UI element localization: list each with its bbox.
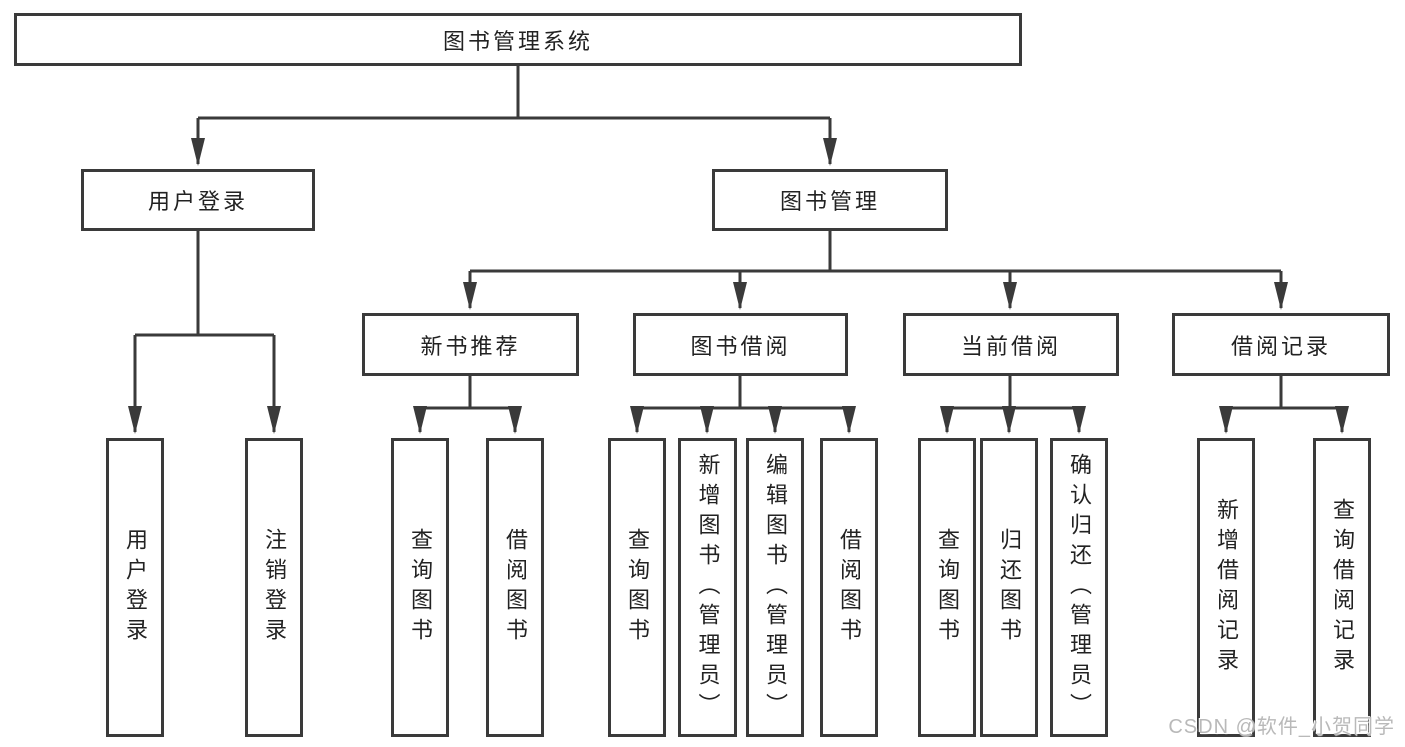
leaf-logout: 注销登录	[245, 438, 303, 737]
node-root-library-system: 图书管理系统	[14, 13, 1022, 66]
connector-root	[198, 66, 830, 120]
node-new-book-recommend: 新书推荐	[362, 313, 579, 376]
connector-new-book-recommend	[420, 376, 515, 410]
csdn-watermark: CSDN @软件_小贺同学	[1168, 716, 1395, 738]
leaf-records-query-record: 查询借阅记录	[1313, 438, 1371, 737]
node-book-management: 图书管理	[712, 169, 948, 231]
leaf-current-return-books: 归还图书	[980, 438, 1038, 737]
leaf-borrow-edit-books-admin: 编辑图书（管理员）	[746, 438, 804, 737]
connector-current-borrow	[947, 376, 1079, 410]
leaf-recommend-query-books: 查询图书	[391, 438, 449, 737]
leaf-current-query-books: 查询图书	[918, 438, 976, 737]
leaf-user-login: 用户登录	[106, 438, 164, 737]
leaf-recommend-borrow-books: 借阅图书	[486, 438, 544, 737]
leaf-records-add-record: 新增借阅记录	[1197, 438, 1255, 737]
node-current-borrow: 当前借阅	[903, 313, 1119, 376]
leaf-borrow-query-books: 查询图书	[608, 438, 666, 737]
connector-book-borrow	[637, 376, 849, 410]
node-book-borrow: 图书借阅	[633, 313, 848, 376]
connector-user-login	[135, 231, 274, 337]
leaf-current-confirm-return-admin: 确认归还（管理员）	[1050, 438, 1108, 737]
leaf-borrow-add-books-admin: 新增图书（管理员）	[678, 438, 737, 737]
leaf-borrow-borrow-books: 借阅图书	[820, 438, 878, 737]
connector-book-management	[470, 231, 1281, 273]
node-user-login: 用户登录	[81, 169, 315, 231]
connector-borrow-records	[1226, 376, 1342, 410]
node-borrow-records: 借阅记录	[1172, 313, 1390, 376]
